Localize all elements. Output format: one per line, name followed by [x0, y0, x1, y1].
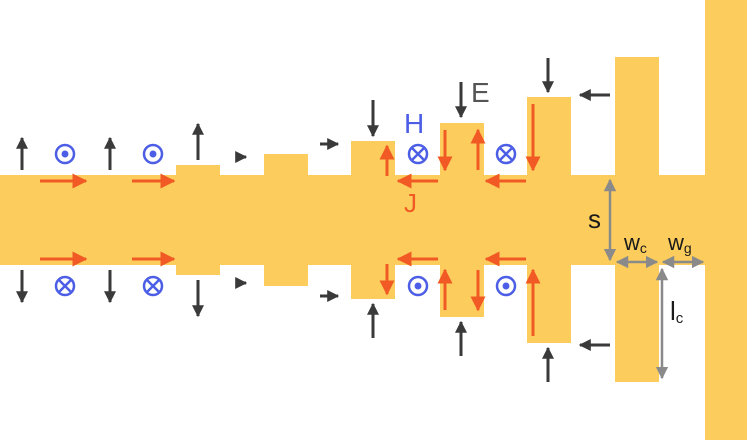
coupling-element [615, 57, 659, 382]
out-of-page-symbol [142, 143, 164, 165]
into-page-symbol [495, 143, 517, 165]
stub-1 [176, 165, 220, 275]
into-page-symbol [54, 275, 76, 297]
into-page-symbol [407, 143, 429, 165]
dimension-lines [603, 178, 705, 380]
gap-s-label: s [588, 204, 601, 234]
gap-bottom [571, 265, 615, 440]
current-arrows [40, 104, 541, 336]
e-field-label: E [471, 77, 490, 108]
stub-2 [264, 154, 308, 286]
e-field-arrows [15, 58, 610, 382]
h-field-label: H [404, 108, 424, 139]
current-label: J [404, 188, 417, 218]
out-of-page-symbol [407, 275, 429, 297]
ground-plane [705, 0, 747, 440]
width-c-label: wc [623, 230, 647, 256]
out-of-page-symbol [54, 143, 76, 165]
out-of-page-symbol [495, 275, 517, 297]
width-g-label: wg [667, 230, 692, 256]
h-field-symbols [54, 143, 517, 297]
into-page-symbol [142, 275, 164, 297]
length-c-label: lc [670, 296, 684, 327]
gap-top [571, 0, 615, 175]
